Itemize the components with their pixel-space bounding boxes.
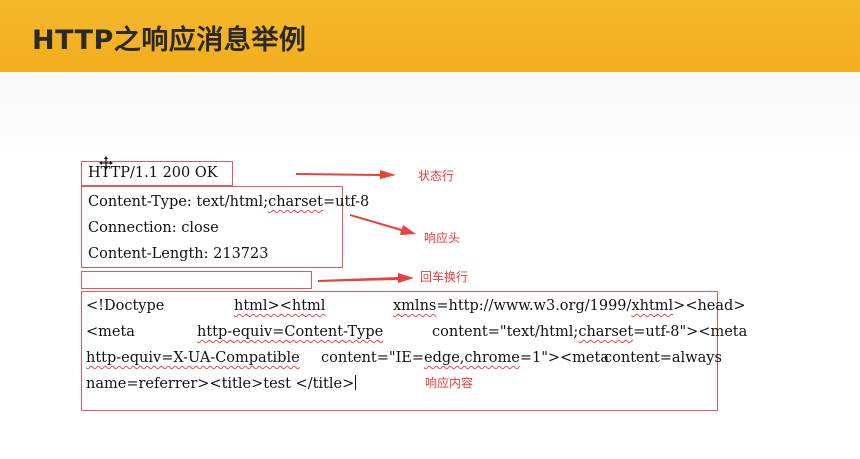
headers-box <box>81 186 343 268</box>
blank-line-box <box>81 271 312 289</box>
body-box <box>81 291 718 411</box>
body-text: name=referrer><title>test </title> <box>86 375 357 393</box>
move-cursor-icon <box>99 156 113 170</box>
body-label: 响应内容 <box>425 376 474 390</box>
body-text: xmlns=http://www.w3.org/1999/xhtml><head… <box>393 298 746 314</box>
status-line-label: 状态行 <box>418 169 455 183</box>
arrow-icon <box>318 273 414 283</box>
header-line: Connection: close <box>88 220 219 236</box>
text-caret <box>355 375 357 390</box>
body-text: content="text/html;charset=utf-8"><meta <box>432 324 748 340</box>
headers-label: 响应头 <box>424 231 461 245</box>
header-line: Content-Length: 213723 <box>88 246 269 262</box>
slide-body <box>0 72 860 459</box>
arrow-icon <box>350 214 416 235</box>
body-text-last: name=referrer><title>test </title> <box>86 376 355 392</box>
body-text: content="IE=edge,chrome=1"><meta <box>321 350 609 366</box>
header-line: Content-Type: text/html;charset=utf-8 <box>88 194 370 210</box>
body-text: <meta <box>86 324 135 340</box>
body-text: html><html <box>234 298 326 314</box>
status-line-text: HTTP/1.1 200 OK <box>88 165 218 181</box>
body-text: http-equiv=X-UA-Compatible <box>86 350 300 366</box>
slide-header <box>0 0 860 72</box>
body-text: <!Doctype <box>86 298 165 314</box>
body-text: content=always <box>604 350 722 366</box>
arrow-icon <box>296 170 396 179</box>
status-line-box <box>81 161 233 186</box>
blank-line-label: 回车换行 <box>420 270 469 284</box>
body-text: http-equiv=Content-Type <box>197 324 384 340</box>
slide-title: HTTP之响应消息举例 <box>32 25 307 56</box>
